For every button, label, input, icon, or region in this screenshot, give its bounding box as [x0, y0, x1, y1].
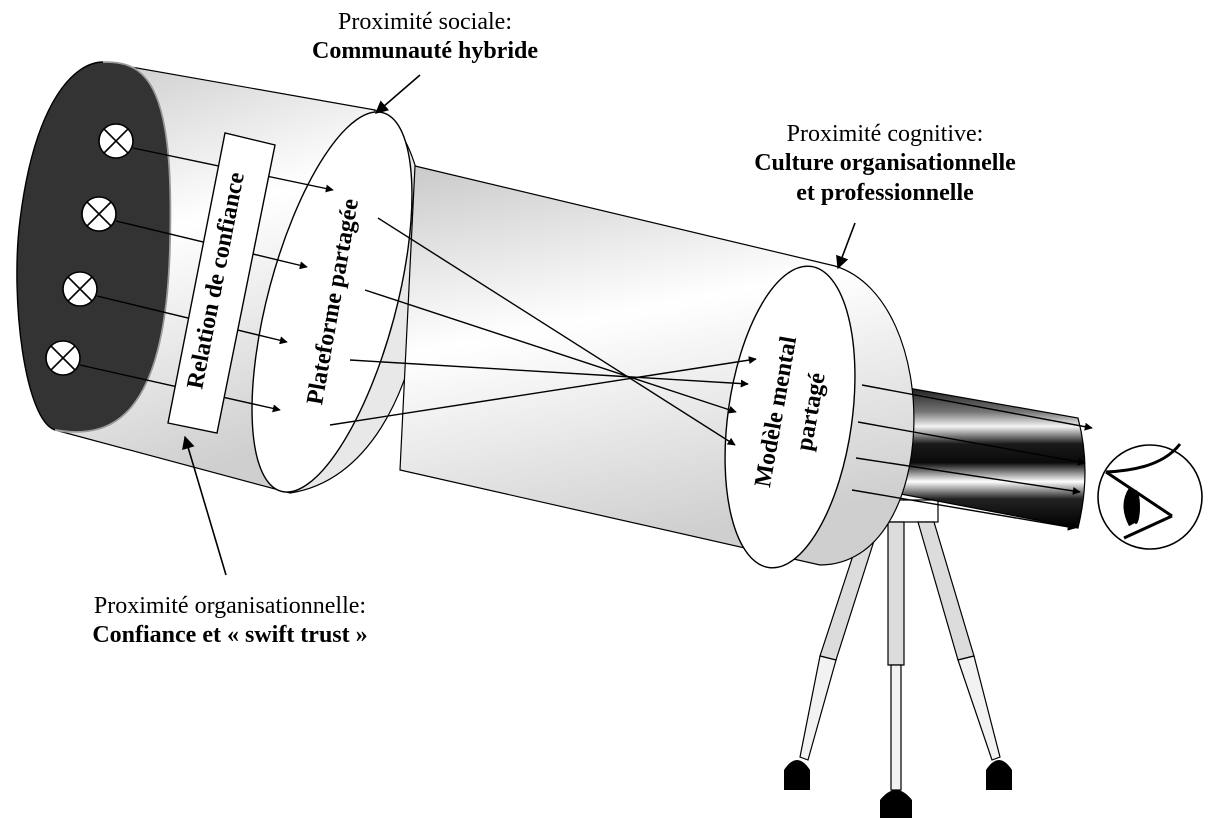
label-organisational-proximity: Proximité organisationnelle: Confiance e…: [40, 592, 420, 651]
tripod: [784, 499, 1012, 818]
light-rays-outgoing: [851, 384, 1093, 531]
label-cognitive-proximity: Proximité cognitive: Culture organisatio…: [690, 120, 1080, 208]
light-rays-crossing: [329, 217, 757, 446]
light-source-icon: [98, 123, 134, 159]
light-source-icon: [45, 340, 81, 376]
label-cognitive-concept-line1: Culture organisationnelle: [754, 150, 1016, 177]
light-source-icon: [62, 271, 98, 307]
label-cognitive-heading: Proximité cognitive:: [786, 121, 984, 147]
label-organisational-heading: Proximité organisationnelle:: [93, 593, 367, 619]
light-source-icon: [81, 196, 117, 232]
pointer-arrows: [182, 74, 856, 576]
label-social-heading: Proximité sociale:: [338, 9, 512, 35]
label-social-proximity: Proximité sociale: Communauté hybride: [260, 8, 590, 67]
label-cognitive-concept-line2: et professionnelle: [796, 179, 974, 206]
objective-face: [16, 60, 172, 434]
eye-icon: [1097, 443, 1203, 550]
label-organisational-concept: Confiance et « swift trust »: [92, 622, 368, 649]
lens-trust: [167, 132, 276, 434]
eyepiece-tube: [879, 382, 1086, 529]
label-social-concept: Communauté hybride: [311, 38, 539, 65]
